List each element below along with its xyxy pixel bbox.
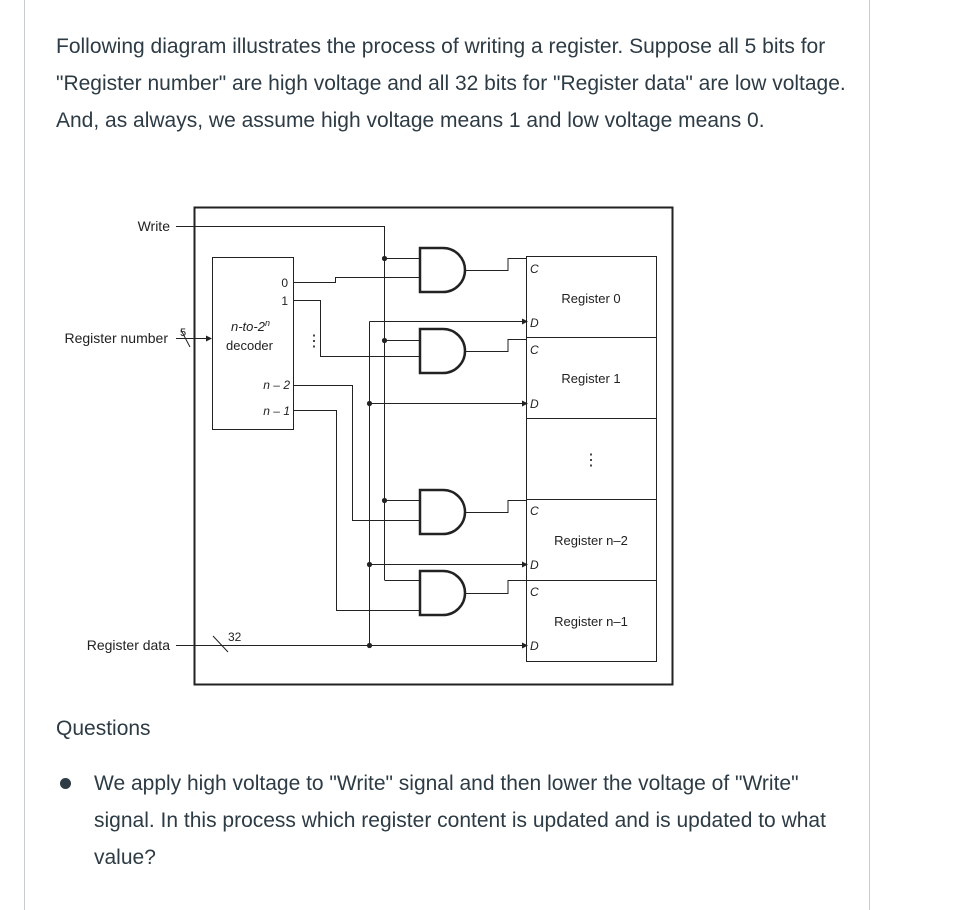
register-label-1: Register 1	[561, 371, 620, 386]
register-number-width: 5	[180, 327, 186, 339]
clock-pin-1: C	[530, 343, 539, 357]
register-number-label: Register number	[65, 330, 169, 346]
register-label-0: Register 0	[561, 291, 620, 306]
decoder-label-2: decoder	[226, 338, 274, 353]
and-gate-n-1	[418, 569, 467, 617]
decoder-out-0	[294, 277, 420, 283]
register-dots: ⋮	[583, 452, 599, 469]
questions-heading: Questions	[56, 717, 151, 740]
data-pin-0: D	[530, 316, 539, 330]
and-gate-1	[418, 327, 467, 375]
register-data-label: Register data	[87, 637, 170, 653]
clock-pin-n-1: C	[530, 585, 539, 599]
questions-list: We apply high voltage to "Write" signal …	[56, 765, 846, 876]
decoder-output-label-n-1: n – 1	[263, 404, 290, 418]
clock-pin-0: C	[530, 262, 539, 276]
data-pin-1: D	[530, 397, 539, 411]
and-gate-n-2	[418, 488, 467, 536]
decoder-out-n-1	[294, 410, 420, 611]
register-data-width: 32	[228, 630, 242, 644]
decoder-out-1	[294, 300, 420, 357]
intro-paragraph: Following diagram illustrates the proces…	[56, 35, 846, 132]
decoder-label: n-to-2n	[231, 318, 270, 334]
register-n-1-box	[526, 580, 657, 662]
question-text: We apply high voltage to "Write" signal …	[94, 772, 826, 869]
decoder-output-label-1: 1	[281, 294, 288, 308]
write-wire	[176, 226, 385, 580]
clock-pin-n-2: C	[530, 504, 539, 518]
decoder-out-n-2	[294, 385, 420, 521]
register-label-n-1: Register n–1	[554, 614, 628, 629]
decoder-output-label-n-2: n – 2	[263, 378, 290, 392]
decoder-dots: ⋮	[306, 333, 322, 350]
outer-box	[193, 206, 674, 686]
content-frame	[24, 0, 870, 910]
bullet-icon	[60, 778, 71, 789]
question-item: We apply high voltage to "Write" signal …	[56, 765, 846, 876]
and-gate-0	[418, 246, 467, 294]
data-pin-n-1: D	[530, 639, 539, 653]
register-label-n-2: Register n–2	[554, 533, 628, 548]
write-label: Write	[138, 218, 171, 234]
data-pin-n-2: D	[530, 558, 539, 572]
decoder-box	[212, 257, 294, 430]
decoder-output-label-0: 0	[281, 276, 288, 290]
